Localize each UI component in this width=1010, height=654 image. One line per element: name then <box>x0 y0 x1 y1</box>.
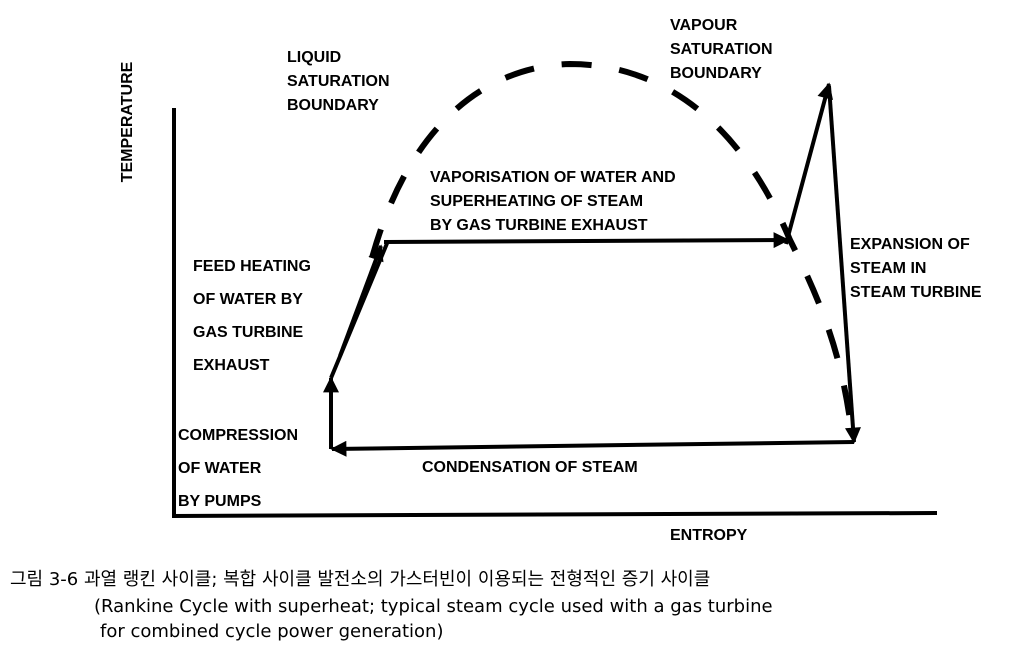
feed-heating-line <box>329 240 390 379</box>
expansion-arrow <box>827 85 861 444</box>
compression-label: COMPRESSION OF WATER BY PUMPS <box>178 427 299 510</box>
x-axis <box>171 511 938 518</box>
caption-korean: 그림 3-6 과열 랭킨 사이클; 복합 사이클 발전소의 가스터빈이 이용되는… <box>10 569 711 590</box>
superheating-arrow <box>784 82 833 245</box>
vapour-saturation-label: VAPOUR SATURATION BOUNDARY <box>670 17 773 82</box>
condensation-arrow <box>330 440 855 457</box>
condensation-label: CONDENSATION OF STEAM <box>422 459 638 476</box>
x-axis-label: ENTROPY <box>670 527 748 544</box>
feed-heating-arrow <box>338 244 384 357</box>
vaporisation-label: VAPORISATION OF WATER AND SUPERHEATING O… <box>430 169 676 234</box>
y-axis-label: TEMPERATURE <box>119 61 136 183</box>
caption-english-line1: (Rankine Cycle with superheat; typical s… <box>94 596 773 617</box>
liquid-saturation-label: LIQUID SATURATION BOUNDARY <box>287 49 390 114</box>
vaporisation-arrow <box>383 232 790 249</box>
feed-heating-label: FEED HEATING OF WATER BY GAS TURBINE EXH… <box>193 258 311 374</box>
expansion-label: EXPANSION OF STEAM IN STEAM TURBINE <box>850 236 982 301</box>
caption-english-line2: for combined cycle power generation) <box>100 621 444 642</box>
